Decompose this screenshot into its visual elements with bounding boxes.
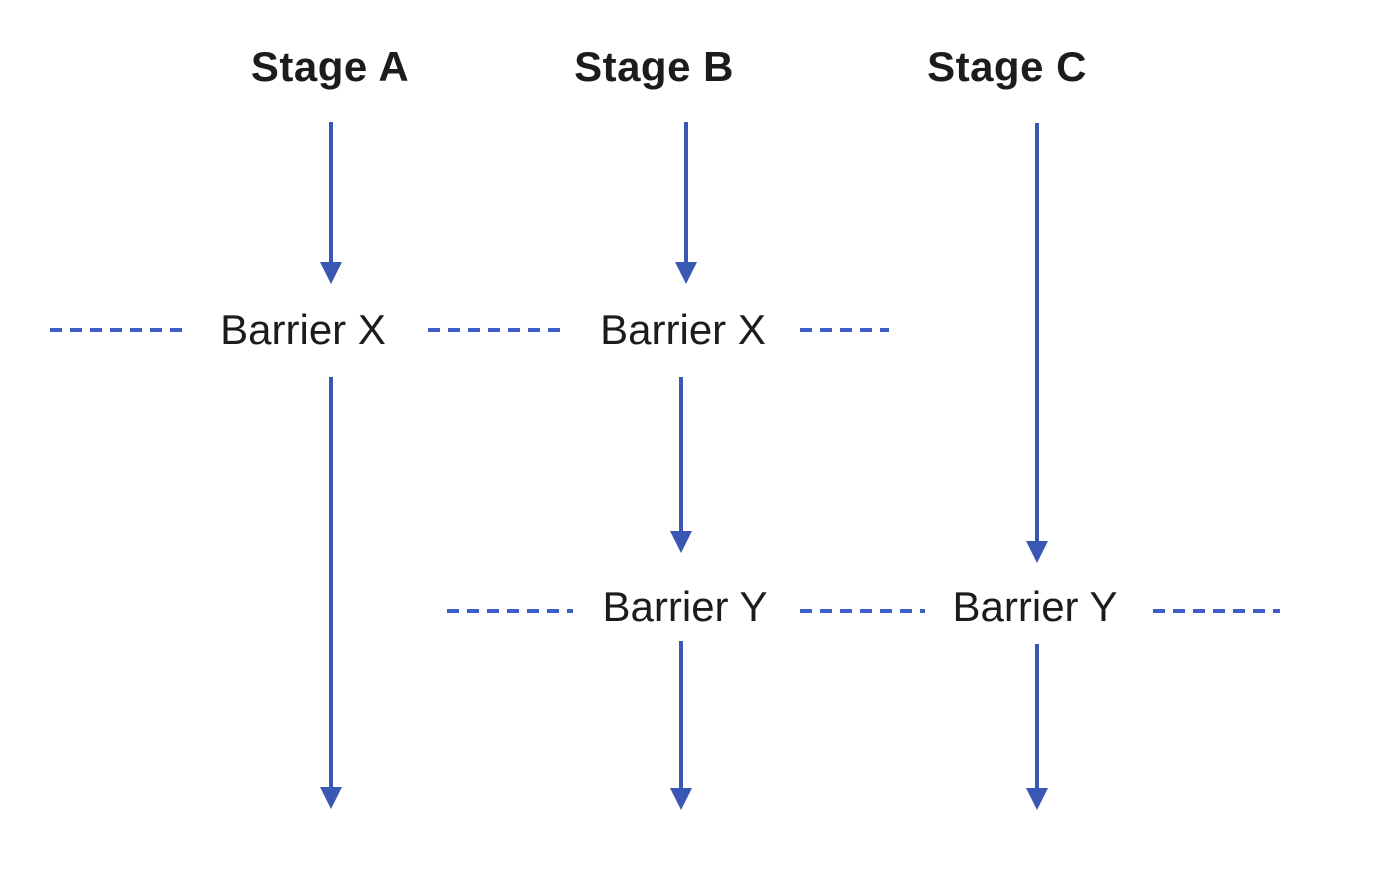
stage-c-arrow-bottom xyxy=(1026,644,1048,810)
stage-b-arrow-bottom xyxy=(670,641,692,810)
stage-a-arrow-bottom-head xyxy=(320,787,342,809)
stage-c-arrow-top-head xyxy=(1026,541,1048,563)
stage-a-arrow-top-head xyxy=(320,262,342,284)
stage-c-arrow-bottom-head xyxy=(1026,788,1048,810)
stage-a-arrow-top xyxy=(320,122,342,284)
stage-a-title: Stage A xyxy=(250,43,410,90)
stage-b-arrow-top-head xyxy=(675,262,697,284)
stage-b-arrow-middle xyxy=(670,377,692,553)
stage-b-arrow-top xyxy=(675,122,697,284)
stage-b-title: Stage B xyxy=(574,43,734,90)
stage-c-title: Stage C xyxy=(927,43,1087,90)
barrier-y-label-stage-c: Barrier Y xyxy=(942,586,1128,628)
stage-b-arrow-bottom-head xyxy=(670,788,692,810)
barrier-y-label-stage-b: Barrier Y xyxy=(592,586,778,628)
stage-c-arrow-top xyxy=(1026,123,1048,563)
stage-a-arrow-bottom xyxy=(320,377,342,809)
stage-b-arrow-middle-head xyxy=(670,531,692,553)
barrier-x-label-stage-b: Barrier X xyxy=(590,309,776,351)
barrier-x-label-stage-a: Barrier X xyxy=(210,309,396,351)
